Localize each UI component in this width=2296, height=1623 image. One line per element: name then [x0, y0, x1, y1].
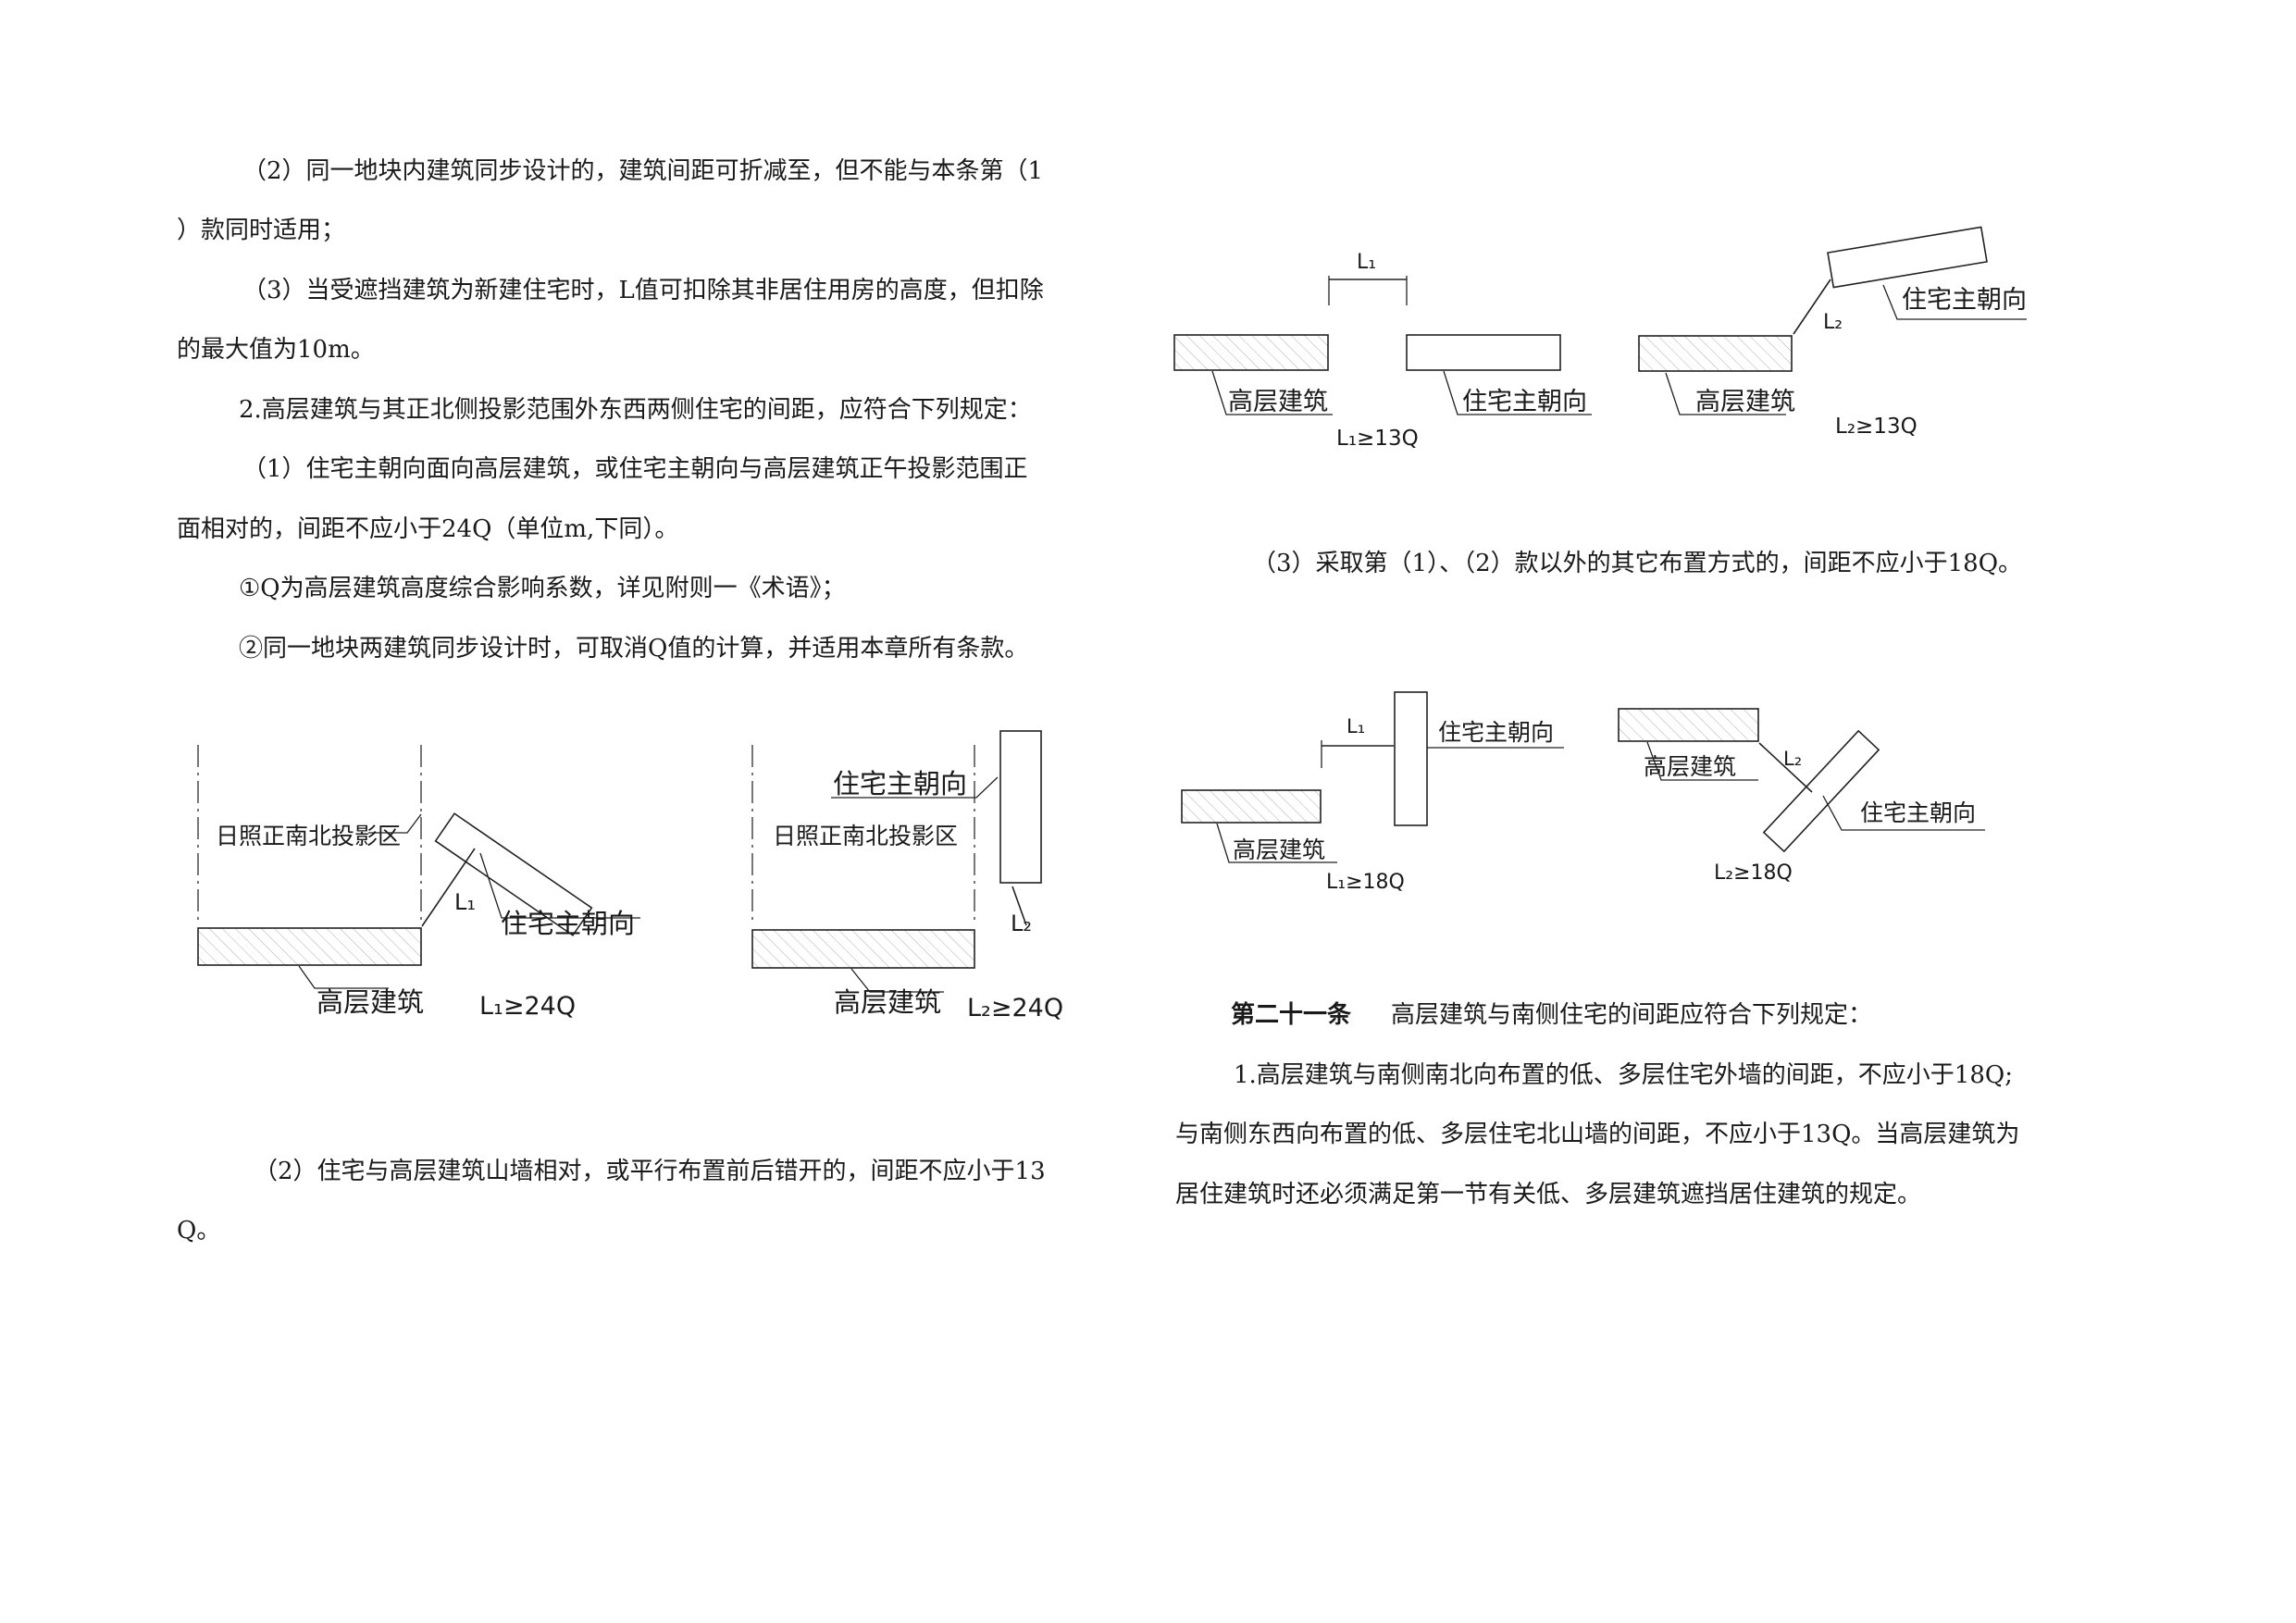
d6-highrise-block	[1618, 708, 1759, 742]
d2-residence-label: 住宅主朝向	[833, 768, 967, 799]
d5-highrise-block	[1181, 789, 1322, 824]
note-2: ②同一地块两建筑同步设计时，可取消Q值的计算，并适用本章所有条款。	[239, 635, 1029, 663]
art-item-1-line3: 居住建筑时还必须满足第一节有关低、多层建筑遮挡居住建筑的规定。	[1175, 1181, 1922, 1208]
d3-residence-label: 住宅主朝向	[1462, 388, 1587, 416]
d4-residence-block	[1827, 226, 1988, 289]
d2-distance-line	[1011, 886, 1027, 926]
para-3-line1: （3）当受遮挡建筑为新建住宅时，L值可扣除其非居住用房的高度，但扣除	[242, 277, 1044, 304]
d1-distance-line	[421, 848, 476, 927]
d6-distance-label: L₂	[1783, 748, 1802, 770]
d4-highrise-block	[1638, 335, 1793, 372]
sub-3: （3）采取第（1）、（2）款以外的其它布置方式的，间距不应小于18Q。	[1252, 550, 2023, 577]
article-title: 第二十一条	[1231, 1001, 1352, 1029]
d3-rule-label: L₁≥13Q	[1336, 427, 1419, 451]
d1-highrise-block	[197, 927, 422, 966]
d1-rule-label: L₁≥24Q	[479, 992, 576, 1021]
diagram-1	[197, 745, 640, 989]
d6-highrise-label: 高层建筑	[1644, 753, 1736, 780]
d4-rule-label: L₂≥13Q	[1835, 415, 1917, 439]
d5-residence-label: 住宅主朝向	[1438, 719, 1554, 746]
d6-distance-line	[1758, 742, 1813, 793]
sub-1-line2: 面相对的，间距不应小于24Q（单位m,下同）。	[177, 515, 679, 543]
d5-highrise-label: 高层建筑	[1233, 836, 1325, 863]
diagram-4	[1638, 226, 2027, 415]
d3-distance-label: L₁	[1357, 251, 1376, 274]
d5-rule-label: L₁≥18Q	[1326, 871, 1405, 894]
d1-distance-label: L₁	[454, 889, 476, 915]
item-2: 2.高层建筑与其正北侧投影范围外东西两侧住宅的间距，应符合下列规定：	[239, 396, 1032, 424]
d5-distance-label: L₁	[1347, 715, 1365, 737]
d3-residence-block	[1406, 334, 1561, 371]
sub-2-line2: Q。	[177, 1217, 221, 1245]
d1-residence-label: 住宅主朝向	[501, 908, 635, 939]
diagram-2	[751, 730, 1042, 993]
d2-residence-block	[999, 730, 1042, 884]
d1-residence-block	[434, 812, 593, 936]
d2-zone-label: 日照正南北投影区	[773, 823, 958, 849]
d6-residence-label: 住宅主朝向	[1860, 799, 1976, 826]
d1-highrise-label: 高层建筑	[316, 986, 424, 1018]
para-2-line1: （2）同一地块内建筑同步设计的，建筑间距可折减至，但不能与本条第（1	[242, 157, 1044, 185]
d4-distance-line	[1793, 279, 1831, 335]
para-3-line2: 的最大值为10m。	[177, 336, 375, 364]
d1-zone-label: 日照正南北投影区	[216, 823, 401, 849]
note-1: ①Q为高层建筑高度综合影响系数，详见附则一《术语》；	[239, 575, 846, 602]
d3-highrise-label: 高层建筑	[1228, 388, 1328, 416]
art-item-1-line1: 1.高层建筑与南侧南北向布置的低、多层住宅外墙的间距，不应小于18Q;	[1234, 1061, 2013, 1089]
diagram-6	[1618, 708, 1985, 853]
sub-1-line1: （1）住宅主朝向面向高层建筑，或住宅主朝向与高层建筑正午投影范围正	[242, 455, 1028, 483]
d5-residence-block	[1394, 691, 1428, 826]
d4-residence-label: 住宅主朝向	[1902, 286, 2027, 315]
d2-rule-label: L₂≥24Q	[967, 994, 1063, 1022]
d4-highrise-label: 高层建筑	[1695, 388, 1795, 416]
d6-rule-label: L₂≥18Q	[1714, 861, 1793, 885]
d6-residence-block	[1762, 729, 1880, 853]
article-text: 高层建筑与南侧住宅的间距应符合下列规定：	[1391, 1001, 1873, 1029]
diagram-5	[1181, 691, 1564, 863]
d2-distance-label: L₂	[1011, 911, 1032, 936]
d3-highrise-block	[1173, 334, 1329, 371]
d4-distance-label: L₂	[1823, 311, 1843, 334]
sub-2-line1: （2）住宅与高层建筑山墙相对，或平行布置前后错开的，间距不应小于13	[254, 1158, 1046, 1185]
diagram-3	[1173, 276, 1592, 415]
para-2-line2: ）款同时适用；	[177, 217, 346, 244]
art-item-1-line2: 与南侧东西向布置的低、多层住宅北山墙的间距，不应小于13Q。当高层建筑为	[1175, 1121, 2020, 1148]
d2-highrise-label: 高层建筑	[834, 986, 941, 1018]
d2-highrise-block	[751, 929, 975, 969]
